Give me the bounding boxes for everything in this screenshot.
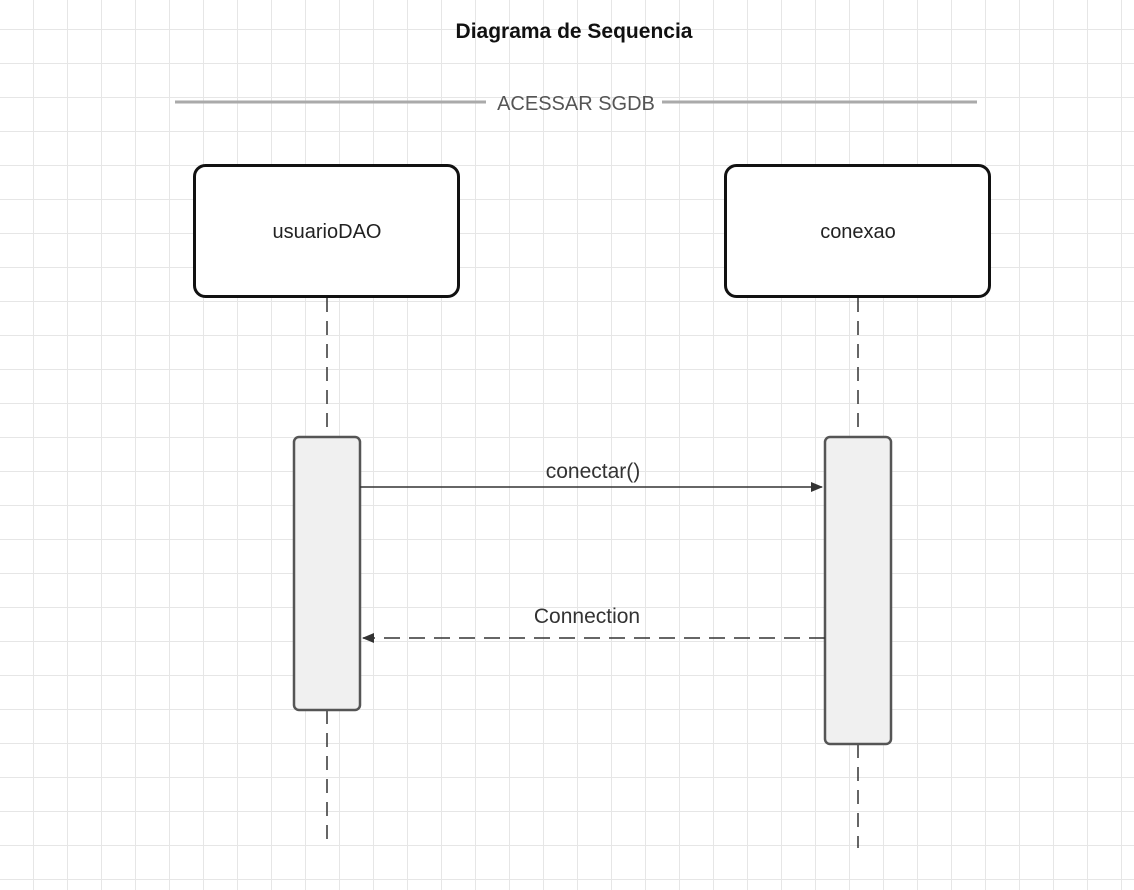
message-conectar[interactable]: conectar() <box>360 460 823 492</box>
activation-bar-conexao[interactable] <box>823 435 893 746</box>
message-connection[interactable]: Connection <box>362 605 825 643</box>
diagram-title: Diagrama de Sequencia <box>456 20 693 43</box>
participant-usuarioDAO[interactable]: usuarioDAO <box>193 164 460 298</box>
message-label: Connection <box>534 605 640 628</box>
frame-label: ACESSAR SGDB <box>497 93 655 115</box>
participant-box <box>724 164 991 298</box>
activation-bar-usuarioDAO[interactable] <box>292 435 362 712</box>
participant-conexao[interactable]: conexao <box>724 164 991 298</box>
message-label: conectar() <box>546 460 641 483</box>
participant-label: usuarioDAO <box>273 221 382 243</box>
participant-box <box>193 164 460 298</box>
participant-label: conexao <box>820 221 896 243</box>
